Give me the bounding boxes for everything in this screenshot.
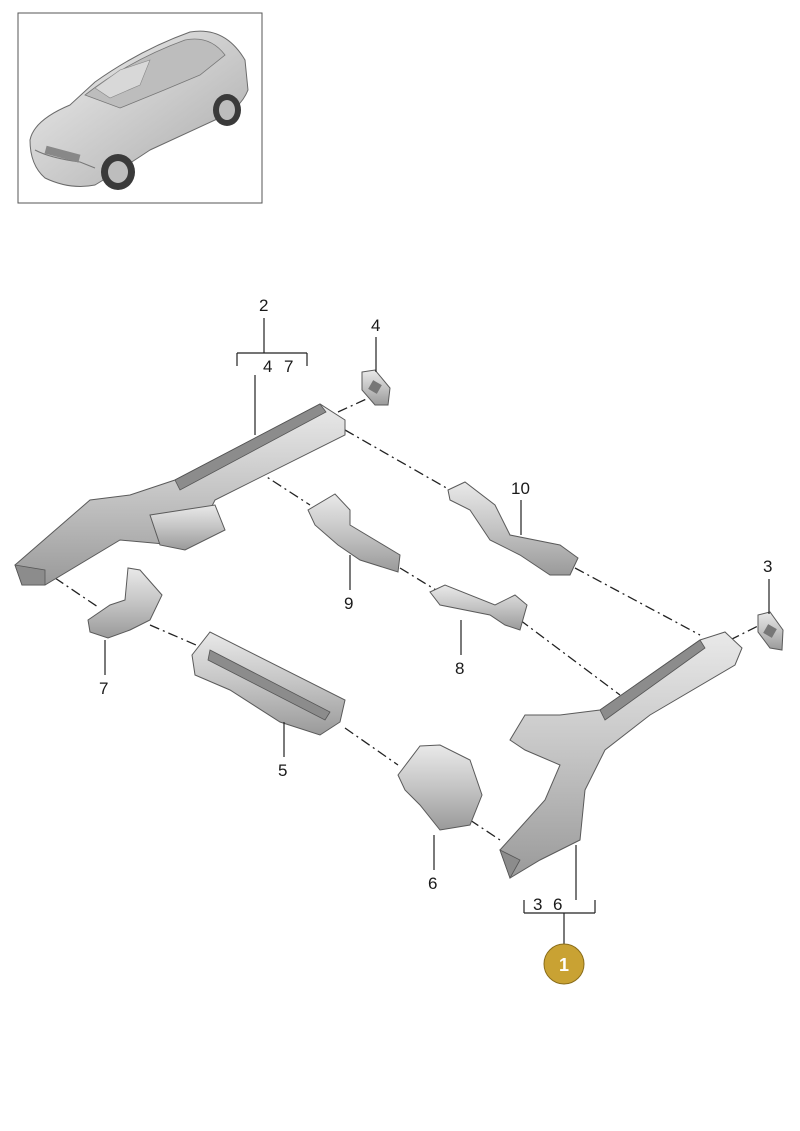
part-5-cross-member [191, 631, 346, 736]
label-10-group: 10 [511, 479, 530, 535]
label-7-group: 7 [99, 640, 108, 698]
assembly-lines [54, 395, 761, 841]
label-4-group: 4 [371, 316, 380, 372]
part-8-bracket [429, 584, 528, 631]
label-5-group: 5 [278, 722, 287, 780]
part-3-plate [757, 611, 784, 651]
label-9-group: 9 [344, 555, 353, 613]
callout-badge[interactable] [543, 943, 585, 985]
label-6-group: 6 [428, 835, 437, 893]
part-6-bracket [397, 744, 483, 831]
label-3: 3 [763, 557, 772, 576]
label-8-group: 8 [455, 620, 464, 678]
part-2-longitudinal-member [14, 403, 346, 586]
part-4-plate [361, 369, 391, 406]
part-10-bracket [447, 481, 579, 576]
label-1-sub-3: 3 [533, 895, 542, 914]
label-9: 9 [344, 594, 353, 613]
label-2-sub-4: 4 [263, 357, 272, 376]
label-10: 10 [511, 479, 530, 498]
label-1-sub-6: 6 [553, 895, 562, 914]
part-1-longitudinal-member [499, 631, 743, 879]
label-2-sub-7: 7 [284, 357, 293, 376]
label-5: 5 [278, 761, 287, 780]
label-2: 2 [259, 296, 268, 315]
label-3-group: 3 [763, 557, 772, 614]
label-4: 4 [371, 316, 380, 335]
vehicle-thumbnail [17, 12, 263, 204]
label-2-group: 2 4 7 [236, 296, 308, 435]
label-8: 8 [455, 659, 464, 678]
part-7-bracket [87, 567, 163, 639]
car-image [29, 30, 249, 190]
callout-number: 1 [559, 955, 569, 975]
label-7: 7 [99, 679, 108, 698]
part-9-bracket [307, 493, 401, 573]
label-6: 6 [428, 874, 437, 893]
label-1-group: 3 6 1 [523, 845, 596, 985]
